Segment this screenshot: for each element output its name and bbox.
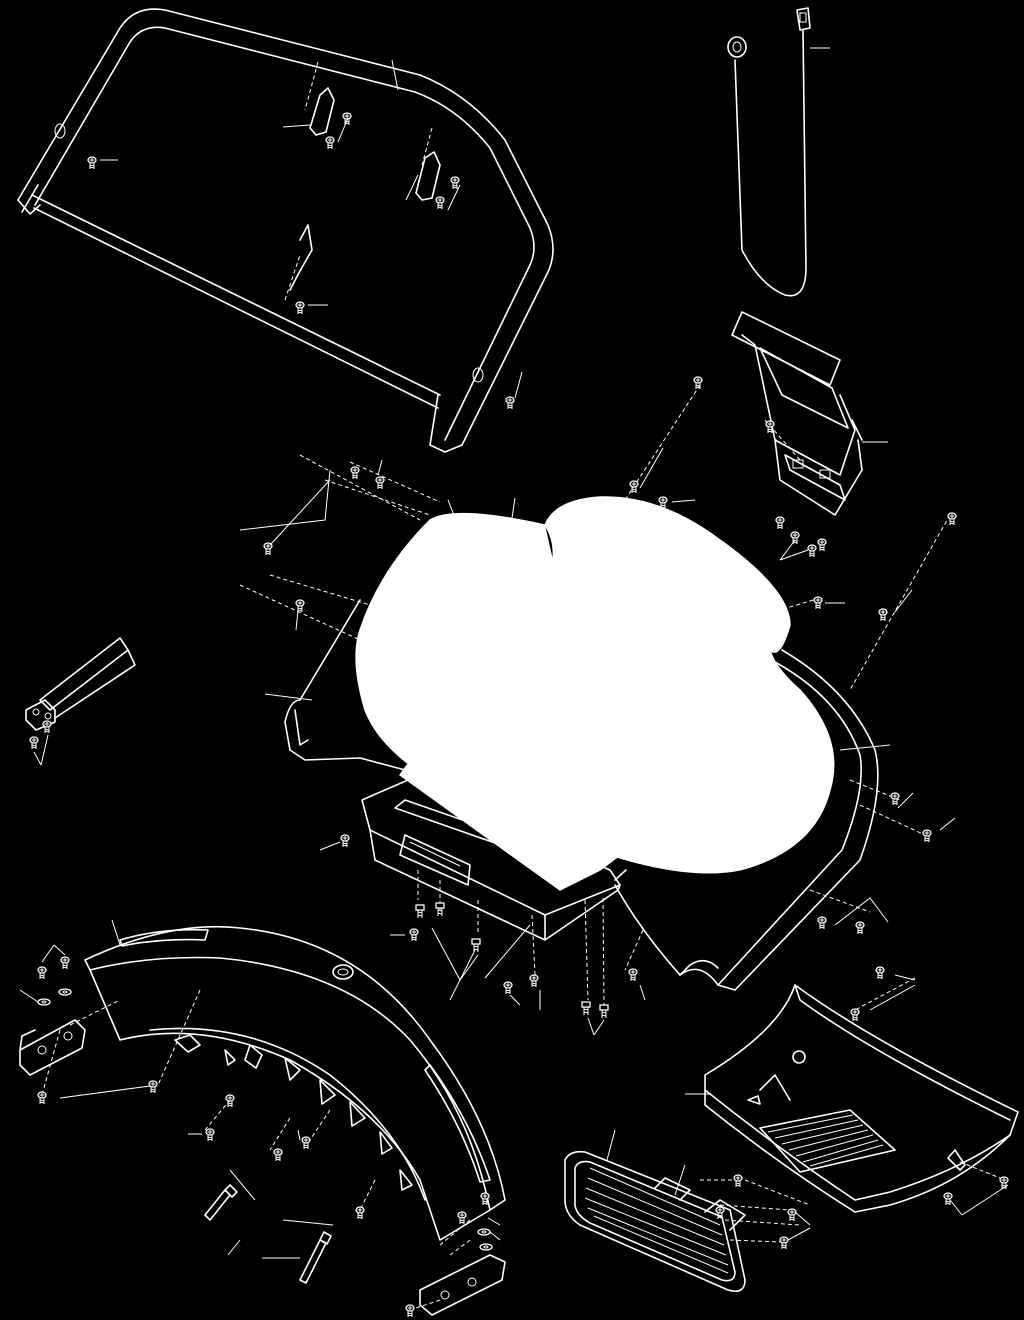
bolt-icon: [581, 1001, 591, 1016]
screw-icon: [850, 1008, 860, 1022]
screw-icon: [503, 981, 513, 995]
washer-icon: [58, 988, 72, 996]
screw-icon: [325, 136, 335, 150]
screw-icon: [355, 1206, 365, 1220]
screw-icon: [295, 301, 305, 315]
screw-icon: [301, 1136, 311, 1150]
screw-icon: [628, 968, 638, 982]
front-handlebar-cover: [19, 919, 506, 1318]
screw-icon: [693, 376, 703, 390]
screw-icon: [807, 544, 817, 558]
washer-icon: [477, 1228, 491, 1236]
screw-icon: [817, 538, 827, 552]
screw-icon: [375, 476, 385, 490]
screw-icon: [29, 736, 39, 750]
screw-icon: [295, 599, 305, 613]
washer-icon: [37, 998, 51, 1006]
screw-icon: [342, 112, 352, 126]
screw-icon: [817, 916, 827, 930]
screw-icon: [340, 834, 350, 848]
screw-icon: [505, 396, 515, 410]
screw-icon: [409, 928, 419, 942]
screw-icon: [775, 516, 785, 530]
screw-icon: [529, 974, 539, 988]
frame-hole-left: [54, 123, 66, 139]
screw-icon: [273, 1148, 283, 1162]
washer-icon: [479, 1243, 493, 1251]
screw-icon: [350, 466, 360, 480]
upright-cover: [264, 599, 956, 991]
motor-hood: [685, 966, 1019, 1216]
small-crossbar-bracket: [25, 637, 136, 766]
screw-icon: [943, 1192, 953, 1206]
console-hinge-bracket: [731, 311, 888, 561]
screw-icon: [435, 196, 445, 210]
screw-icon: [779, 1236, 789, 1250]
screw-icon: [878, 608, 888, 622]
screw-icon: [733, 1174, 743, 1188]
screw-icon: [922, 829, 932, 843]
screw-icon: [37, 1091, 47, 1105]
bolt-icon: [415, 904, 425, 919]
front-grille: [564, 1129, 811, 1293]
screw-icon: [450, 176, 460, 190]
bolt-icon: [599, 1004, 609, 1019]
screw-icon: [87, 156, 97, 170]
screw-icon: [457, 1211, 467, 1225]
screw-icon: [205, 1128, 215, 1142]
screw-icon: [875, 966, 885, 980]
screw-icon: [855, 921, 865, 935]
screw-icon: [405, 1304, 415, 1318]
safety-key-and-clip: [727, 7, 830, 297]
frame-hole-right: [472, 367, 484, 383]
screw-icon: [37, 966, 47, 980]
screw-icon: [148, 1080, 158, 1094]
screw-icon: [790, 531, 800, 545]
screw-icon: [947, 512, 957, 526]
screw-icon: [60, 956, 70, 970]
screw-icon: [813, 596, 823, 610]
upright-handrail-frame: [17, 8, 554, 453]
screw-icon: [225, 1094, 235, 1108]
screw-icon: [787, 1208, 797, 1222]
bolt-icon: [471, 938, 481, 953]
